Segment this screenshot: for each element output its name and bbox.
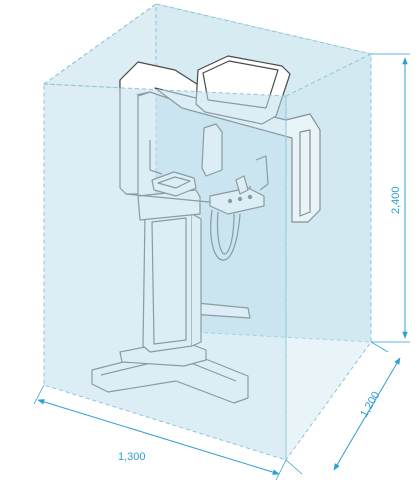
bounding-box-front xyxy=(43,53,372,462)
dimension-height: 2,400 xyxy=(371,53,410,343)
depth-label: 1,200 xyxy=(358,390,382,420)
box-front-face xyxy=(43,83,287,461)
dimension-width: 1,300 xyxy=(33,384,287,481)
box-hidden-edge xyxy=(43,3,157,85)
height-label: 2,400 xyxy=(390,186,402,214)
box-side-face xyxy=(285,53,372,462)
width-label: 1,300 xyxy=(118,451,146,463)
